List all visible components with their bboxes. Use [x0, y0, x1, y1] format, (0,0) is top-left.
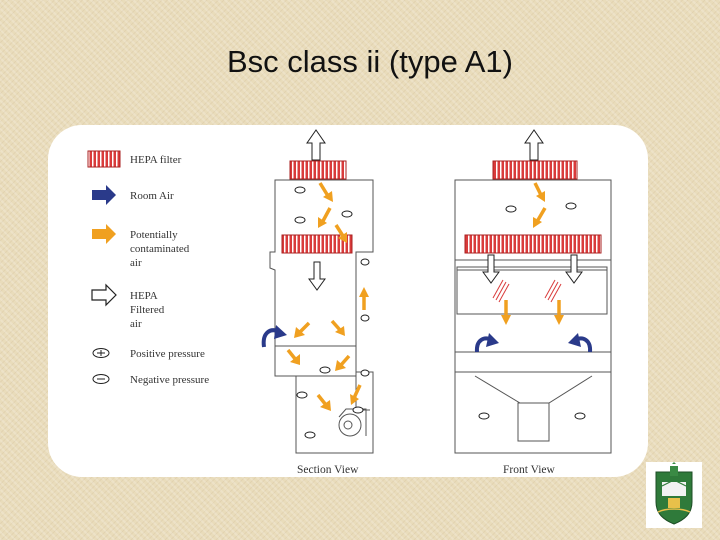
- section-exhaust-arrow-icon: [306, 129, 326, 161]
- legend-contaminated-label-2: contaminated: [130, 243, 190, 255]
- section-exhaust-hepa-filter: [289, 160, 347, 180]
- section-downflow-arrow-icon: [308, 261, 326, 291]
- legend: HEPA filter Room Air Potentially contami…: [87, 150, 209, 386]
- section-view: [261, 129, 374, 454]
- front-downflow-arrow-icon-left: [482, 254, 500, 284]
- front-plenum-funnel: [474, 375, 593, 404]
- front-room-air-arrow-icon-right: [568, 333, 593, 353]
- legend-contaminated-air: Potentially contaminated air: [92, 224, 190, 269]
- positive-pressure-icon: [360, 314, 370, 322]
- hepa-filter-icon: [87, 150, 121, 168]
- front-contaminated-arrows: [501, 182, 564, 325]
- positive-pressure-icon: [341, 210, 353, 218]
- positive-pressure-icon: [360, 258, 370, 266]
- legend-negative-pressure: Negative pressure: [92, 374, 209, 386]
- front-sash-window: [456, 266, 608, 315]
- positive-pressure-icon: [294, 186, 306, 194]
- section-room-air-arrow-icon: [261, 325, 287, 348]
- positive-pressure-icon: [294, 216, 306, 224]
- front-blower-box: [517, 402, 550, 442]
- legend-filtered-label-2: Filtered: [130, 304, 165, 316]
- negative-pressure-icon: [478, 412, 490, 420]
- negative-pressure-icon: [92, 374, 110, 384]
- front-view-caption: Front View: [503, 464, 556, 476]
- university-crest-logo: [646, 462, 702, 528]
- front-supply-hepa-filter: [464, 234, 602, 254]
- contaminated-air-arrow-icon: [92, 224, 116, 244]
- slide-title: Bsc class ii (type A1): [227, 44, 513, 79]
- positive-pressure-icon: [505, 205, 517, 213]
- section-pressure-markers: [294, 186, 370, 439]
- negative-pressure-icon: [360, 369, 370, 377]
- legend-contaminated-label-1: Potentially: [130, 229, 178, 241]
- positive-pressure-icon: [565, 202, 577, 210]
- negative-pressure-icon: [304, 431, 316, 439]
- legend-filtered-label-3: air: [130, 318, 142, 330]
- section-cabinet-outline: [269, 179, 374, 454]
- diagram-panel: [48, 125, 648, 477]
- front-cabinet-outline: [454, 179, 612, 454]
- legend-room-air-label: Room Air: [130, 190, 174, 202]
- negative-pressure-icon: [574, 412, 586, 420]
- legend-filtered-air: HEPA Filtered air: [91, 283, 165, 330]
- room-air-arrow-icon: [92, 185, 116, 205]
- blower-icon: [338, 408, 367, 437]
- section-contaminated-arrows: [286, 182, 369, 411]
- front-pressure-markers: [478, 202, 586, 420]
- legend-hepa-filter: HEPA filter: [87, 150, 182, 168]
- negative-pressure-icon: [296, 391, 308, 399]
- negative-pressure-icon: [319, 366, 331, 374]
- negative-pressure-icon: [352, 406, 364, 414]
- front-room-air-arrow-icon-left: [474, 333, 499, 353]
- filtered-air-arrow-icon: [91, 283, 117, 307]
- legend-positive-label: Positive pressure: [130, 348, 205, 360]
- legend-positive-pressure: Positive pressure: [92, 348, 205, 360]
- front-view: [454, 129, 612, 454]
- legend-negative-label: Negative pressure: [130, 374, 209, 386]
- legend-contaminated-label-3: air: [130, 257, 142, 269]
- legend-room-air: Room Air: [92, 185, 174, 205]
- front-downflow-arrow-icon-right: [565, 254, 583, 284]
- front-exhaust-arrow-icon: [524, 129, 544, 161]
- section-view-caption: Section View: [297, 464, 359, 476]
- legend-filtered-label-1: HEPA: [130, 290, 158, 302]
- section-supply-hepa-filter: [281, 234, 353, 254]
- positive-pressure-icon: [92, 348, 110, 358]
- legend-hepa-label: HEPA filter: [130, 154, 182, 166]
- front-exhaust-hepa-filter: [492, 160, 578, 180]
